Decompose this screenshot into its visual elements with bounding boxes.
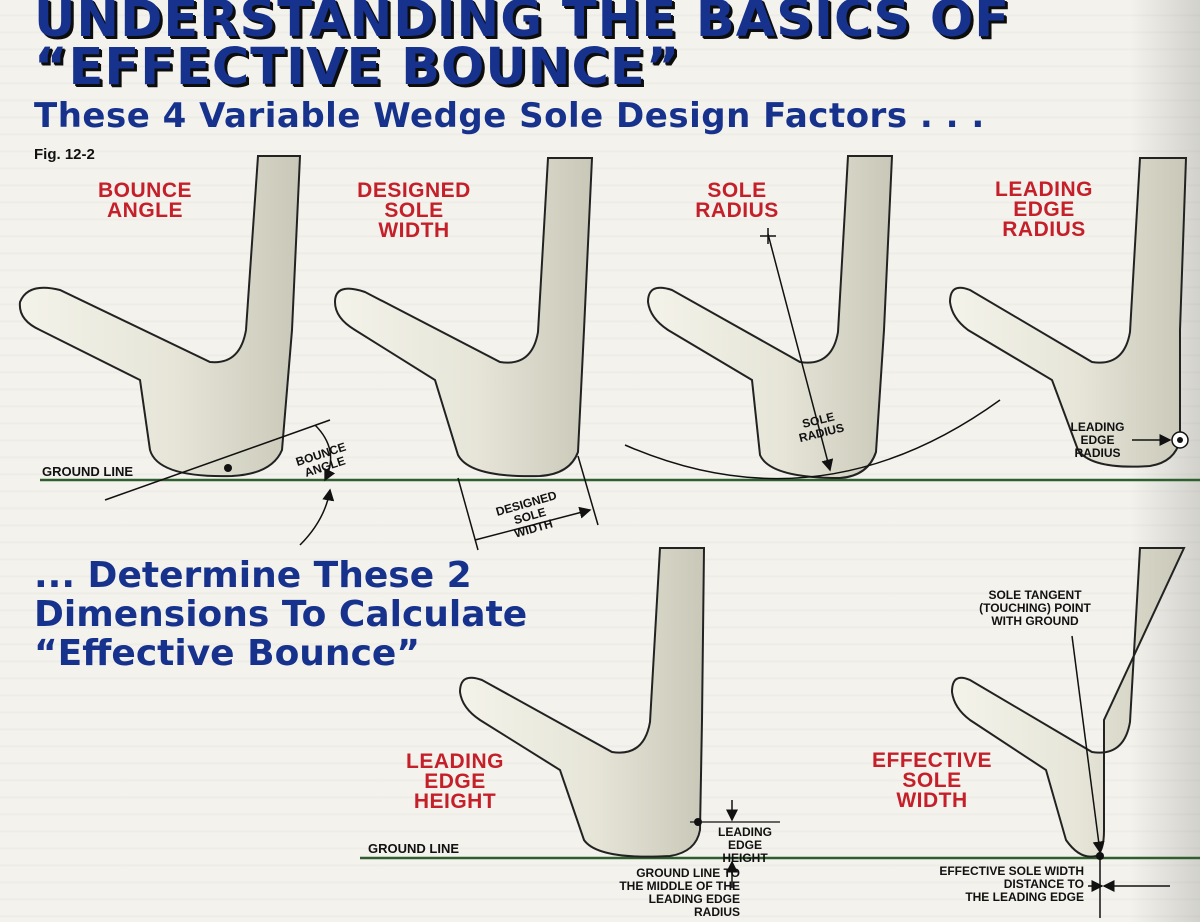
leading-edge-height-ground-note: GROUND LINE TO THE MIDDLE OF THE LEADING… xyxy=(619,866,740,919)
leading-edge-radius-callout: LEADING EDGE RADIUS xyxy=(1070,420,1125,460)
wedge-club-4 xyxy=(948,157,1188,468)
title-line-2: “EFFECTIVE BOUNCE” xyxy=(34,38,681,97)
dsw-arrow xyxy=(474,506,592,541)
subtitle: These 4 Variable Wedge Sole Design Facto… xyxy=(34,96,985,136)
main-title: UNDERSTANDING THE BASICS OF “EFFECTIVE B… xyxy=(34,0,1011,93)
section-heading-dimensions: ... Determine These 2 Dimensions To Calc… xyxy=(34,555,528,674)
bounce-angle-title: BOUNCE ANGLE xyxy=(97,179,192,222)
dsw-ext-right xyxy=(577,455,599,526)
tangent-line xyxy=(1071,635,1105,854)
sole-radius-line xyxy=(767,233,834,472)
leading-edge-height-callout: LEADING EDGE HEIGHT xyxy=(718,825,772,865)
effective-sole-width-title: EFFECTIVE SOLE WIDTH xyxy=(871,749,992,812)
effective-sole-width-distance-note: EFFECTIVE SOLE WIDTH DISTANCE TO THE LEA… xyxy=(939,864,1084,904)
wedge-club-2 xyxy=(333,157,594,478)
leh-dot xyxy=(694,818,702,826)
bounce-arc xyxy=(314,424,336,482)
ground-line-label-bottom: GROUND LINE xyxy=(368,841,459,856)
bounce-angle-line xyxy=(104,419,331,501)
sole-radius-arc xyxy=(624,399,1001,480)
wedge-club-5 xyxy=(458,547,706,858)
sole-radius-title: SOLE RADIUS xyxy=(695,179,779,222)
bounce-arc-2 xyxy=(299,488,335,546)
sole-tangent-note: SOLE TANGENT (TOUCHING) POINT WITH GROUN… xyxy=(979,588,1091,628)
bounce-point xyxy=(224,464,232,472)
leading-edge-height-title: LEADING EDGE HEIGHT xyxy=(406,750,504,813)
title-line-1: UNDERSTANDING THE BASICS OF xyxy=(34,0,1011,49)
leading-edge-radius-title: LEADING EDGE RADIUS xyxy=(995,178,1093,241)
wedge-club-1 xyxy=(18,155,302,478)
dsw-ext-left xyxy=(457,477,479,551)
designed-sole-width-title: DESIGNED SOLE WIDTH xyxy=(357,179,471,242)
figure-label: Fig. 12-2 xyxy=(34,146,95,163)
ground-line-label-top: GROUND LINE xyxy=(42,464,133,479)
